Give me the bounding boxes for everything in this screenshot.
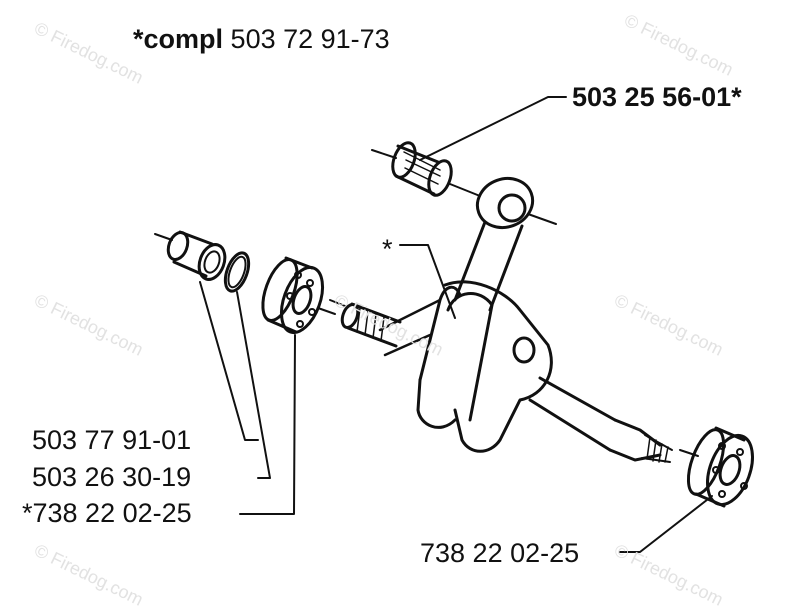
label-left-bearing: *738 22 02-25 [22, 498, 192, 528]
o-ring [223, 251, 251, 293]
label-o-ring: 503 26 30-19 [32, 462, 192, 492]
connecting-rod [453, 176, 557, 312]
right-ball-bearing [679, 426, 754, 508]
label-needle-bearing: 503 25 56-01* [572, 82, 742, 112]
exploded-parts-diagram [154, 96, 754, 553]
assembly-title-prefix: *compl [133, 24, 224, 54]
assembly-title: *compl 503 72 91-73 [133, 24, 390, 54]
crankshaft [378, 280, 673, 463]
crankshaft-left-journal [329, 299, 402, 348]
leader-lines [199, 96, 713, 553]
needle-bearing [371, 141, 481, 197]
label-crankshaft: * [382, 234, 393, 264]
bushing [154, 230, 227, 281]
label-bushing: 503 77 91-01 [32, 425, 192, 455]
label-right-bearing: 738 22 02-25 [420, 538, 580, 568]
left-ball-bearing [261, 256, 336, 335]
assembly-title-number: 503 72 91-73 [230, 24, 390, 54]
